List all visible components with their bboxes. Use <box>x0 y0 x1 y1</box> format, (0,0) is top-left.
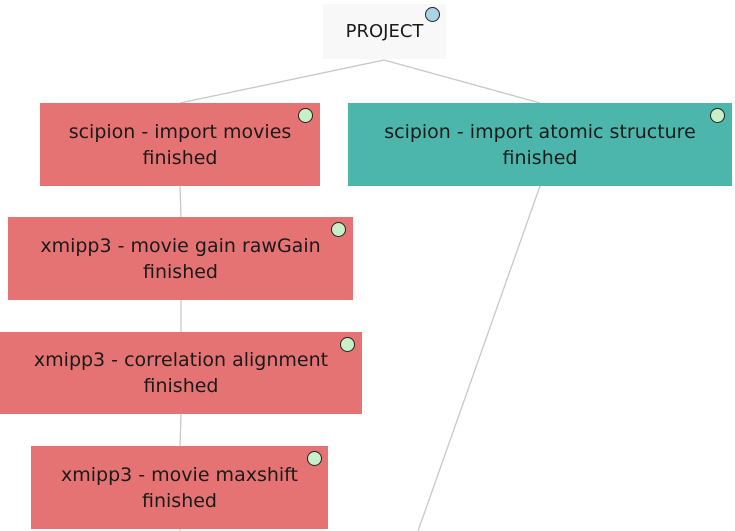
project-node-label: PROJECT <box>345 20 424 42</box>
node-import-movies-status-dot <box>298 108 313 123</box>
node-import-movies-status: finished <box>142 146 218 169</box>
edge-correlation-alignment-to-movie-maxshift <box>179 413 182 447</box>
node-import-atomic-structure-status-dot <box>710 108 725 123</box>
node-movie-maxshift-label: xmipp3 - movie maxshift <box>61 463 298 486</box>
node-correlation-alignment[interactable]: xmipp3 - correlation alignment finished <box>0 332 362 414</box>
node-movie-maxshift-status-dot <box>307 451 322 466</box>
node-movie-gain-status-dot <box>331 222 346 237</box>
node-import-atomic-structure-status: finished <box>502 146 578 169</box>
node-import-atomic-structure-label: scipion - import atomic structure <box>384 120 696 143</box>
project-status-dot <box>425 7 440 22</box>
node-import-movies[interactable]: scipion - import movies finished <box>40 103 320 186</box>
node-import-movies-label: scipion - import movies <box>68 120 292 143</box>
edge-project-to-import-atomic-structure <box>383 59 541 104</box>
project-node[interactable]: PROJECT <box>323 4 446 59</box>
node-movie-maxshift-status: finished <box>142 489 217 512</box>
node-movie-gain-label: xmipp3 - movie gain rawGain <box>40 234 321 257</box>
node-movie-maxshift[interactable]: xmipp3 - movie maxshift finished <box>31 446 328 529</box>
node-correlation-alignment-status-dot <box>340 337 355 352</box>
edge-import-atomic-structure-down <box>417 185 541 531</box>
node-import-atomic-structure[interactable]: scipion - import atomic structure finish… <box>348 103 732 186</box>
edge-import-movies-to-movie-gain <box>179 185 182 218</box>
node-movie-gain-status: finished <box>143 260 218 283</box>
node-correlation-alignment-label: xmipp3 - correlation alignment <box>33 349 329 371</box>
node-correlation-alignment-status: finished <box>143 375 219 397</box>
edge-project-to-import-movies <box>179 59 385 104</box>
node-movie-gain[interactable]: xmipp3 - movie gain rawGain finished <box>8 217 353 300</box>
